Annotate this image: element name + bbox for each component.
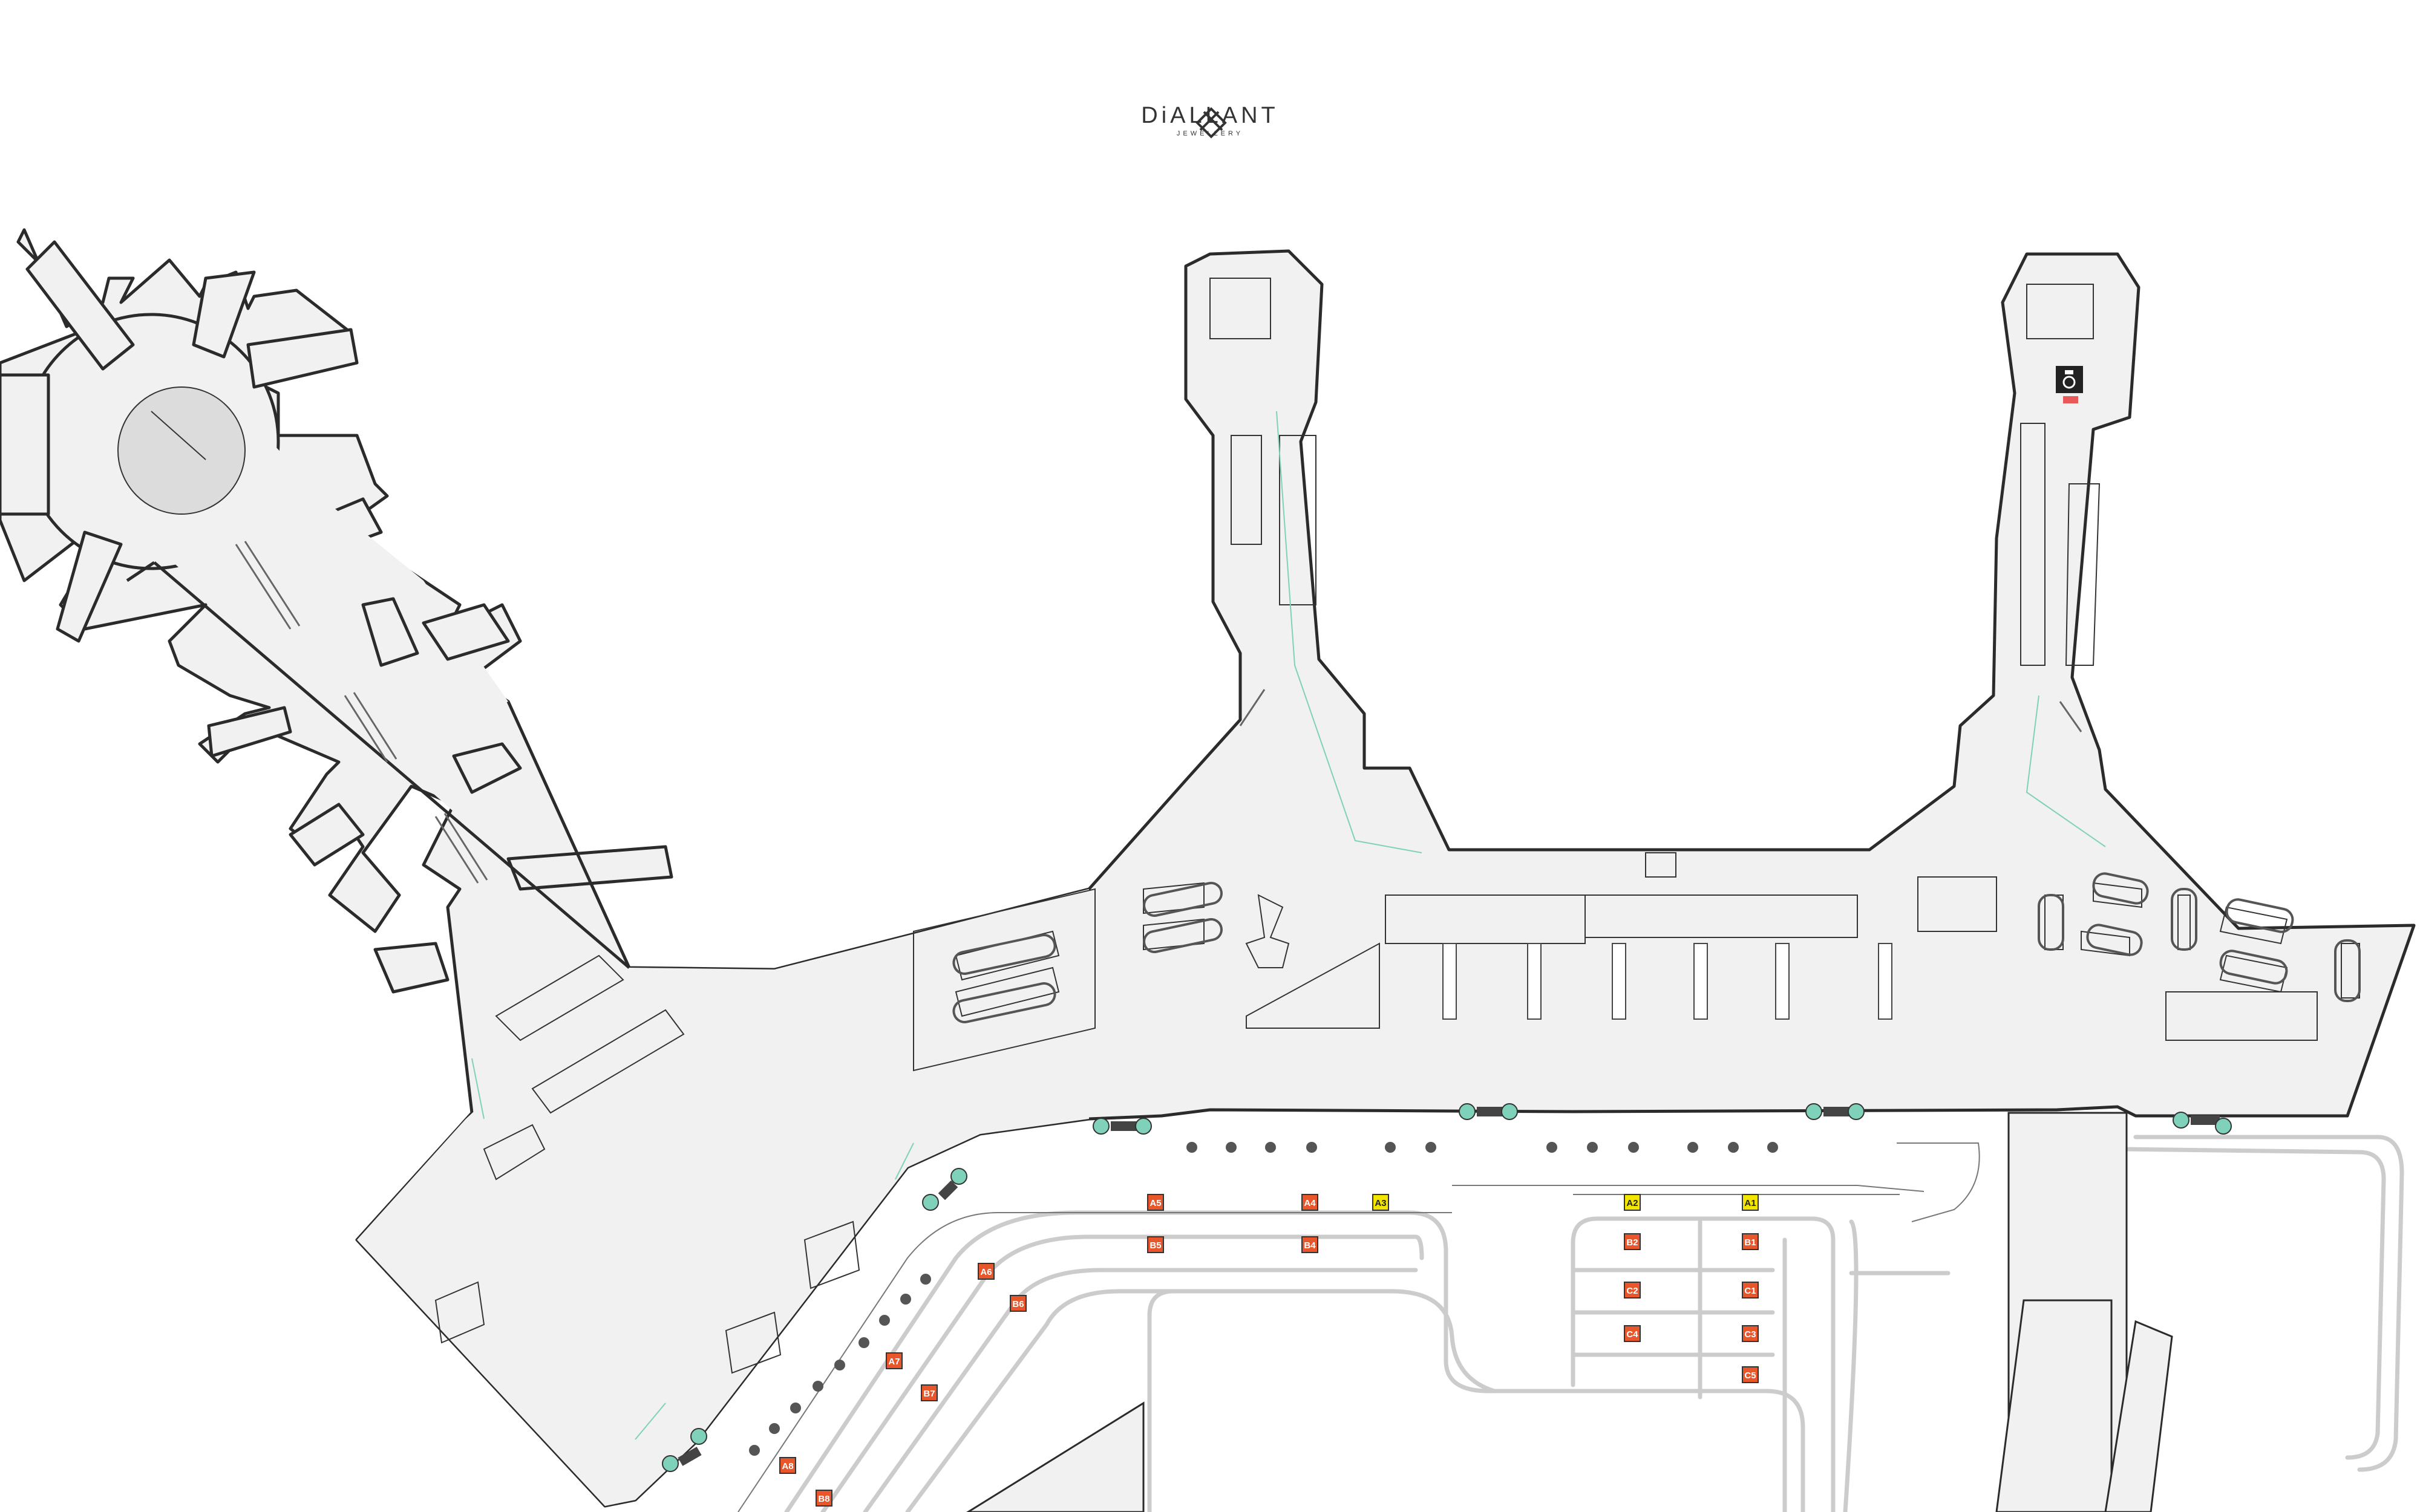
stop-marker-b6[interactable]: B6 [1010, 1295, 1027, 1312]
stop-marker-a7[interactable]: A7 [886, 1352, 903, 1369]
taxi-stops: A3 A2 A1 [1372, 1194, 1759, 1211]
stop-marker-a1[interactable]: A1 [1742, 1194, 1759, 1211]
stop-marker-box [886, 1352, 903, 1369]
stop-marker-label: C1 [1744, 1286, 1756, 1296]
stop-marker-a5[interactable]: A5 [1147, 1194, 1164, 1211]
stop-marker-label: B8 [818, 1494, 829, 1504]
stop-marker-label: C5 [1744, 1370, 1756, 1381]
stop-marker-label: B7 [923, 1389, 935, 1399]
stop-marker-box [1301, 1236, 1318, 1253]
stop-marker-box [1742, 1366, 1759, 1383]
west-pier [0, 240, 1089, 1506]
stop-marker-label: B1 [1744, 1237, 1756, 1248]
stop-marker-b2[interactable]: B2 [1624, 1233, 1641, 1250]
brand-name: DiALLANT [1141, 103, 1279, 128]
stop-marker-a6[interactable]: A6 [978, 1263, 995, 1280]
stop-marker-label: A3 [1375, 1198, 1386, 1208]
stop-marker-box [1742, 1325, 1759, 1342]
diamond-logo-icon [1195, 107, 1227, 138]
stop-marker-c5[interactable]: C5 [1742, 1366, 1759, 1383]
stop-marker-b4[interactable]: B4 [1301, 1236, 1318, 1253]
stop-marker-label: A2 [1626, 1198, 1638, 1208]
stop-marker-label: C3 [1744, 1329, 1756, 1340]
stop-marker-a2[interactable]: A2 [1624, 1194, 1641, 1211]
stop-marker-box [1624, 1194, 1641, 1211]
stop-marker-box [1147, 1194, 1164, 1211]
stop-marker-label: B5 [1150, 1240, 1161, 1251]
stop-marker-box [921, 1384, 938, 1401]
stop-marker-label: A8 [782, 1461, 793, 1471]
stop-marker-c1[interactable]: C1 [1742, 1282, 1759, 1299]
store-location[interactable] [2056, 366, 2083, 403]
entrance-arrow-icon[interactable] [1093, 1118, 1152, 1135]
stop-marker-box [1742, 1194, 1759, 1211]
stop-marker-label: C4 [1626, 1329, 1638, 1340]
stop-marker-label: A4 [1304, 1198, 1316, 1208]
brand-tagline: JEWELLERY [1176, 130, 1244, 137]
stop-marker-label: B4 [1304, 1240, 1316, 1251]
stop-marker-box [1624, 1233, 1641, 1250]
stop-marker-a4[interactable]: A4 [1301, 1194, 1318, 1211]
entrance-arrow-icon[interactable] [2173, 1112, 2232, 1135]
stop-marker-label: A1 [1744, 1198, 1756, 1208]
stop-marker-label: A6 [980, 1267, 992, 1277]
stop-marker-label: C2 [1626, 1286, 1638, 1296]
walking-routes [471, 411, 2106, 1440]
parking-structures [966, 1112, 2173, 1512]
ring-icon [2062, 376, 2076, 389]
entrance-markers [662, 1103, 2232, 1472]
stop-marker-b8[interactable]: B8 [816, 1490, 832, 1507]
stop-marker-label: A7 [888, 1357, 900, 1367]
entrance-arrow-icon[interactable] [662, 1428, 707, 1472]
stop-marker-c3[interactable]: C3 [1742, 1325, 1759, 1342]
stop-marker-c4[interactable]: C4 [1624, 1325, 1641, 1342]
entrance-arrow-icon[interactable] [1459, 1103, 1518, 1120]
stop-marker-a3[interactable]: A3 [1372, 1194, 1389, 1211]
stop-marker-c2[interactable]: C2 [1624, 1282, 1641, 1299]
interior-walls [117, 278, 2360, 1374]
stop-marker-box [1742, 1282, 1759, 1299]
stop-marker-b5[interactable]: B5 [1147, 1236, 1164, 1253]
stop-marker-box [816, 1490, 832, 1507]
stop-marker-box [1372, 1194, 1389, 1211]
security-lanes [235, 541, 2082, 884]
stop-marker-box [1624, 1282, 1641, 1299]
stop-marker-box [1010, 1295, 1027, 1312]
baggage-carousels [952, 872, 2361, 1023]
west-pier-outline [126, 561, 631, 969]
bollards [749, 1142, 1778, 1456]
roads [784, 1135, 2404, 1512]
entrance-arrow-icon[interactable] [922, 1168, 967, 1211]
stop-marker-box [1624, 1325, 1641, 1342]
stop-marker-box [978, 1263, 995, 1280]
stop-marker-b1[interactable]: B1 [1742, 1233, 1759, 1250]
stop-marker-label: A5 [1150, 1198, 1161, 1208]
stop-marker-box [1742, 1233, 1759, 1250]
stop-marker-label: B2 [1626, 1237, 1638, 1248]
stop-marker-a8[interactable]: A8 [779, 1457, 796, 1474]
brand-logo: DiALLANT JEWELLERY [1119, 103, 1301, 137]
stop-marker-b7[interactable]: B7 [921, 1384, 938, 1401]
stop-marker-box [1147, 1236, 1164, 1253]
stop-marker-box [1301, 1194, 1318, 1211]
entrance-arrow-icon[interactable] [1805, 1103, 1865, 1120]
stop-marker-box [779, 1457, 796, 1474]
stop-marker-label: B6 [1012, 1299, 1024, 1309]
check-in-counters [1442, 943, 1892, 1020]
